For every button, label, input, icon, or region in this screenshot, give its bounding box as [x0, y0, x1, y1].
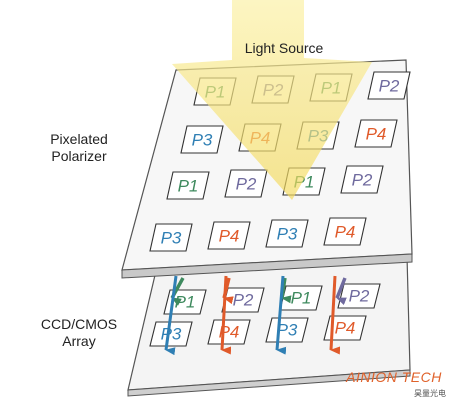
cell-label: P3 [277, 224, 298, 243]
cell-label: P2 [349, 286, 370, 305]
cell: P2 [221, 287, 265, 313]
cell: P3 [149, 223, 193, 252]
cell-label: P1 [175, 292, 196, 311]
transmission-arrows [164, 275, 347, 356]
cell: P4 [207, 221, 251, 250]
cell: P3 [265, 219, 309, 248]
cell: P3 [180, 125, 224, 154]
cell-label: P4 [335, 222, 356, 241]
cell: P4 [323, 315, 367, 341]
cell-label: P3 [161, 228, 182, 247]
polarizer-label-line1: Pixelated [50, 131, 108, 147]
cell-label: P3 [161, 324, 182, 343]
cell: P2 [340, 165, 384, 194]
watermark-logo: AINION TECH [346, 369, 442, 385]
cell: P3 [149, 321, 193, 347]
cell: P2 [367, 71, 411, 100]
cell-label: P3 [192, 130, 213, 149]
sensor-label-line2: Array [62, 333, 96, 349]
cell: P2 [224, 169, 268, 198]
cell-label: P4 [335, 318, 356, 337]
cell-label: P4 [366, 124, 387, 143]
transmission-arrow [329, 275, 341, 355]
cell: P4 [323, 217, 367, 246]
cell-label: P2 [379, 76, 400, 95]
cell-label: P1 [178, 176, 199, 195]
cell-label: P2 [352, 170, 373, 189]
polarizer-label-line2: Polarizer [51, 148, 107, 164]
cell: P4 [354, 119, 398, 148]
polarization-arrow [335, 277, 347, 306]
sensor-label-line1: CCD/CMOS [40, 316, 118, 332]
cell-label: P2 [233, 290, 254, 309]
cell: P1 [279, 285, 323, 311]
transmission-arrow [220, 275, 232, 355]
transmission-arrow [275, 275, 287, 355]
cell: P4 [207, 319, 251, 345]
cell: P1 [166, 171, 210, 200]
polarizer-label: Pixelated Polarizer [20, 131, 138, 165]
cell: P2 [337, 283, 381, 309]
transmission-arrow [164, 275, 178, 356]
sensor-label: CCD/CMOS Array [20, 316, 138, 350]
cell: P3 [265, 317, 309, 343]
cell-label: P4 [219, 226, 240, 245]
cell-label: P1 [291, 288, 312, 307]
watermark-subtext: 昊量光电 [414, 389, 446, 398]
light-source-label: Light Source [244, 40, 324, 56]
cell-label: P2 [236, 174, 257, 193]
cell-label: P3 [277, 320, 298, 339]
light-beam [172, 0, 372, 200]
